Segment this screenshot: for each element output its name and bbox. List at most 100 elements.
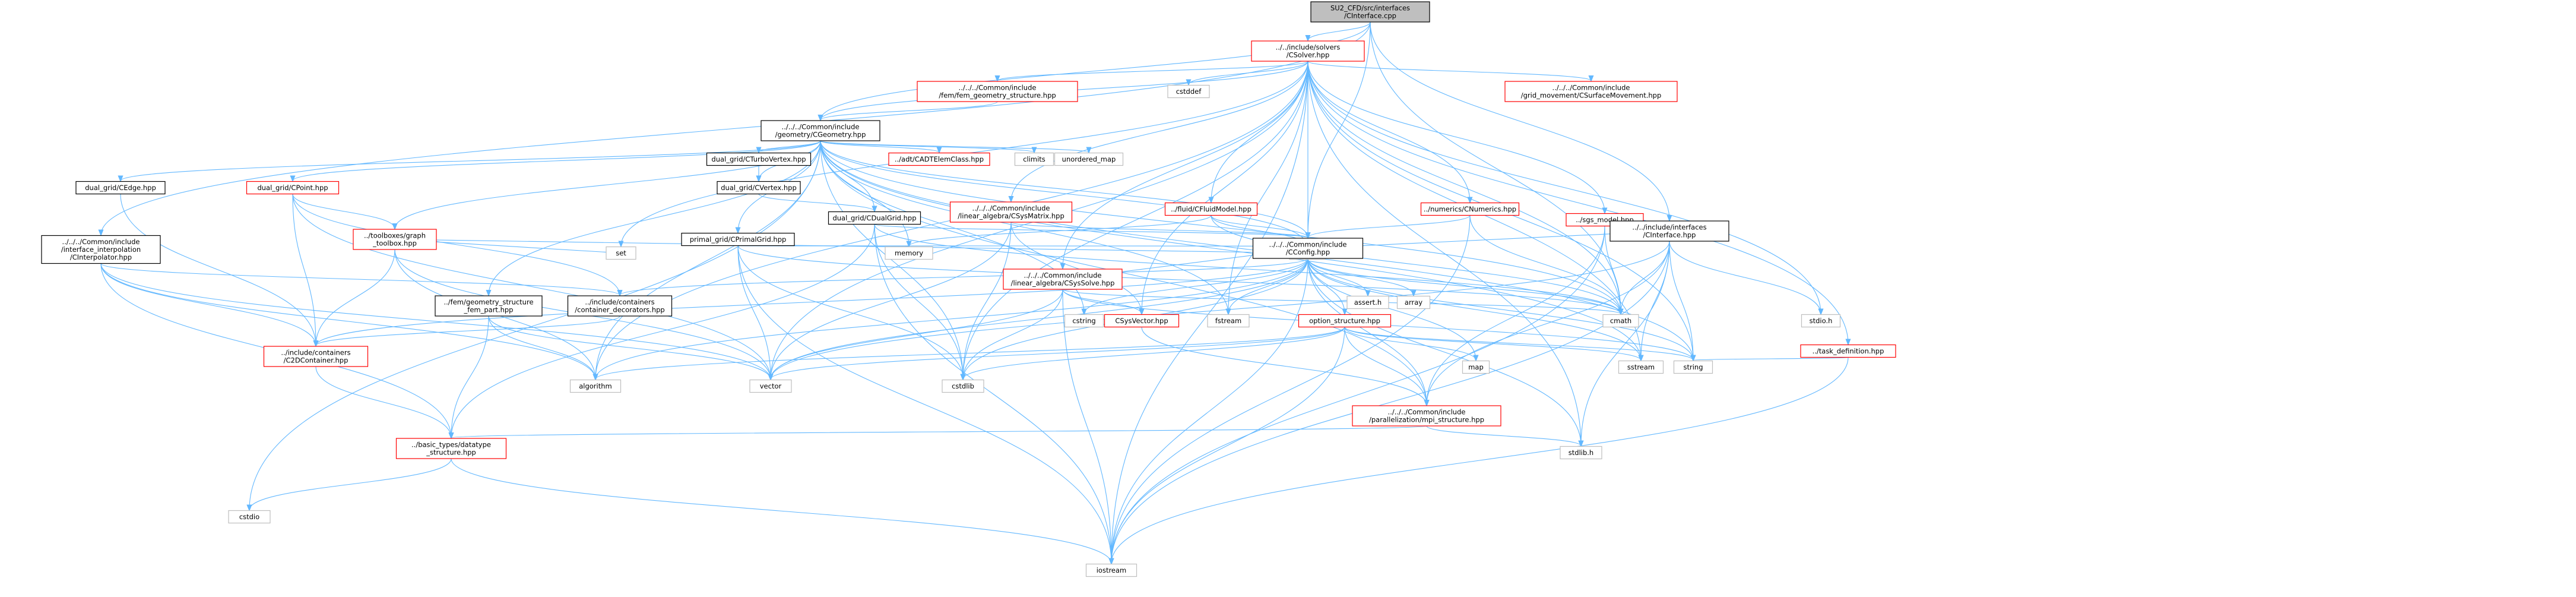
dependency-edge-optionstruct-to-vector — [771, 327, 1345, 380]
dependency-edge-cfluidmodel-to-memory — [909, 215, 1212, 247]
node-box-primalgrid — [681, 232, 795, 247]
dependency-edge-taskdef-to-iostream — [1111, 357, 1849, 564]
node-label-datatype-line-1: _structure.hpp — [426, 448, 476, 457]
node-climits2: climits — [1014, 152, 1054, 166]
node-contdeco[interactable]: ../include/containers/container_decorato… — [567, 295, 673, 317]
dependency-edge-cgeometry-to-cadt — [820, 140, 939, 153]
node-label-c2dcont-line-1: /C2DContainer.hpp — [284, 356, 348, 365]
dependency-edge-csysmatrix-to-cconfig — [1010, 222, 1308, 238]
node-label-cedge-line-0: dual_grid/CEdge.hpp — [85, 184, 156, 192]
dependency-edge-root-to-cinterfacehpp — [1370, 21, 1669, 220]
dependency-edge-cinterfacehpp-to-cmath — [1621, 241, 1670, 314]
node-optionstruct[interactable]: option_structure.hpp — [1298, 314, 1392, 328]
dependency-edge-cinterfacehpp-to-string — [1669, 241, 1693, 361]
dependency-edge-cgeometry-to-cpoint — [293, 140, 821, 181]
dependency-edge-csolver-to-cfluidmodel — [1211, 61, 1308, 203]
dependency-edge-root-to-cinterp — [101, 21, 1371, 235]
node-label-memory-line-0: memory — [895, 249, 923, 257]
node-label-cinterfacehpp-line-0: ../../include/interfaces — [1632, 223, 1706, 232]
dependency-edge-csysmatrix-to-vector — [771, 222, 1012, 380]
node-primalgrid[interactable]: primal_grid/CPrimalGrid.hpp — [681, 232, 795, 247]
dependency-edge-cdualgrid-to-cstdlib — [874, 224, 963, 380]
dependency-edge-cdualgrid-to-cmath — [874, 224, 1621, 314]
node-label-graphtool-line-1: _toolbox.hpp — [372, 239, 417, 248]
dependency-edge-cgeometry-to-turbovertex — [759, 140, 821, 153]
node-label-cnumerics-line-0: ../numerics/CNumerics.hpp — [1424, 205, 1516, 213]
node-label-cinterp-line-2: /CInterpolator.hpp — [70, 253, 132, 261]
node-label-contdeco-line-0: ../include/containers — [585, 298, 654, 307]
node-root[interactable]: SU2_CFD/src/interfaces/CInterface.cpp — [1310, 1, 1430, 23]
node-graphtool[interactable]: ../toolboxes/graph_toolbox.hpp — [353, 229, 437, 250]
node-label-cstring-line-0: cstring — [1072, 317, 1095, 325]
node-cedge[interactable]: dual_grid/CEdge.hpp — [75, 181, 166, 195]
node-box-stdioh — [1801, 314, 1841, 328]
node-cfluidmodel[interactable]: ../fluid/CFluidModel.hpp — [1164, 202, 1258, 216]
node-csysvector[interactable]: CSysVector.hpp — [1104, 314, 1180, 328]
node-box-algorithm — [569, 379, 622, 393]
node-cgeometry[interactable]: ../../../Common/include/geometry/CGeomet… — [761, 120, 880, 141]
dependency-edge-cconfig-to-map — [1307, 258, 1476, 361]
node-box-cstddef — [1167, 84, 1210, 99]
node-label-cmath-line-0: cmath — [1610, 317, 1631, 325]
dependency-edge-cgeometry-to-unorderedmap — [820, 140, 1089, 153]
node-c2dcont[interactable]: ../include/containers/C2DContainer.hpp — [263, 346, 369, 367]
dependency-edge-cgeometry-to-climits2 — [820, 140, 1034, 153]
node-cdualgrid[interactable]: dual_grid/CDualGrid.hpp — [828, 211, 921, 225]
node-cinterp[interactable]: ../../../Common/include/interface_interp… — [41, 235, 161, 264]
node-box-c2dcont — [263, 346, 369, 367]
node-box-cpoint — [246, 181, 340, 195]
node-box-fstream — [1207, 314, 1250, 328]
node-box-cnumerics — [1420, 202, 1520, 216]
node-label-cfluidmodel-line-0: ../fluid/CFluidModel.hpp — [1171, 205, 1251, 213]
dependency-edge-cgeometry-to-cedge — [121, 140, 821, 181]
node-cinterfacehpp[interactable]: ../../include/interfaces/CInterface.hpp — [1609, 220, 1729, 242]
dependency-edge-femgeompart-to-vector — [488, 315, 771, 380]
node-box-vector — [749, 379, 792, 393]
dependency-edge-cgeometry-to-cstdlib — [820, 140, 963, 380]
node-label-femgeompart-line-0: ../fem/geometry_structure — [443, 298, 533, 307]
node-box-cstdlib — [942, 379, 984, 393]
dependency-edge-sgsmodel-to-iostream — [1111, 226, 1605, 564]
node-csyssolve[interactable]: ../../../Common/include/linear_algebra/C… — [1003, 269, 1123, 290]
node-cstdio: cstdio — [228, 510, 271, 524]
node-label-algorithm-line-0: algorithm — [579, 382, 612, 390]
node-label-primalgrid-line-0: primal_grid/CPrimalGrid.hpp — [690, 235, 787, 244]
node-box-turbovertex — [706, 152, 812, 166]
node-gridmove[interactable]: ../../../Common/include/grid_movement/CS… — [1504, 81, 1678, 102]
node-box-root — [1310, 1, 1430, 23]
dependency-edge-cconfig-to-c2dcont — [316, 258, 1308, 346]
dependency-edge-csysmatrix-to-cstdlib — [963, 222, 1012, 380]
edge-layer — [100, 21, 1849, 564]
node-femgeompart[interactable]: ../fem/geometry_structure_fem_part.hpp — [435, 295, 543, 317]
dependency-edge-csolver-to-stdlibh — [1307, 61, 1581, 446]
node-label-cdualgrid-line-0: dual_grid/CDualGrid.hpp — [832, 214, 916, 222]
node-cvertex[interactable]: dual_grid/CVertex.hpp — [717, 181, 801, 195]
node-femgeom[interactable]: ../../../Common/include/fem/fem_geometry… — [917, 81, 1078, 102]
node-label-unorderedmap-line-0: unordered_map — [1062, 155, 1116, 163]
dependency-edge-cdualgrid-to-datatype — [451, 224, 875, 438]
node-cconfig[interactable]: ../../../Common/include/CConfig.hpp — [1252, 238, 1364, 259]
node-box-cstring — [1064, 314, 1104, 328]
node-cnumerics[interactable]: ../numerics/CNumerics.hpp — [1420, 202, 1520, 216]
node-label-root-line-1: /CInterface.cpp — [1344, 12, 1396, 20]
node-box-asserth — [1346, 295, 1389, 309]
node-box-set — [606, 246, 636, 260]
dependency-edge-cinterp-to-c2dcont — [100, 263, 316, 346]
node-box-cfluidmodel — [1164, 202, 1258, 216]
node-datatype[interactable]: ../basic_types/datatype_structure.hpp — [395, 438, 507, 459]
dependency-edge-optionstruct-to-cstdlib — [963, 327, 1345, 380]
node-layer: SU2_CFD/src/interfaces/CInterface.cpp ../… — [41, 1, 1896, 577]
node-csolver[interactable]: ../../include/solvers/CSolver.hpp — [1251, 40, 1365, 62]
node-taskdef[interactable]: ../task_definition.hpp — [1800, 344, 1896, 358]
dependency-edge-cconfig-to-algorithm — [595, 258, 1308, 380]
node-box-contdeco — [567, 295, 673, 317]
node-cstdlib: cstdlib — [942, 379, 984, 393]
node-mpistruct[interactable]: ../../../Common/include/parallelization/… — [1352, 405, 1501, 427]
node-csysmatrix[interactable]: ../../../Common/include/linear_algebra/C… — [949, 201, 1073, 223]
dependency-edge-csolver-to-csysvector — [1142, 61, 1308, 314]
node-box-csysvector — [1104, 314, 1180, 328]
node-cpoint[interactable]: dual_grid/CPoint.hpp — [246, 181, 340, 195]
node-cstddef: cstddef — [1167, 84, 1210, 99]
node-turbovertex[interactable]: dual_grid/CTurboVertex.hpp — [706, 152, 812, 166]
node-cadt[interactable]: ../adt/CADTElemClass.hpp — [888, 152, 990, 166]
